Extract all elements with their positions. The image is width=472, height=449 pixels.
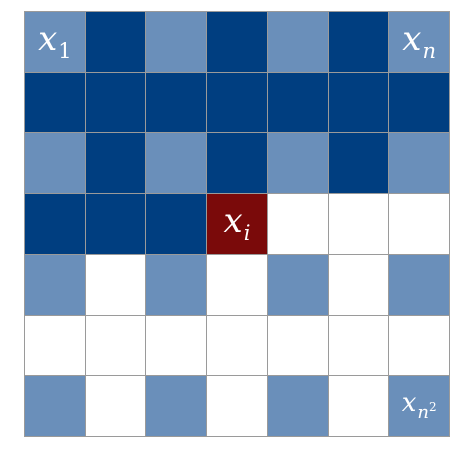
label-xn-sub: n xyxy=(422,38,436,63)
cell-r1-c3 xyxy=(207,72,267,133)
cell-r0-c4 xyxy=(267,12,328,72)
cell-r2-c4 xyxy=(267,133,328,194)
cell-r5-c5 xyxy=(328,315,389,376)
cell-r2-c6 xyxy=(389,133,449,194)
label-x1: x1 xyxy=(38,22,72,61)
cell-r2-c5 xyxy=(328,133,389,194)
label-xi-sub: i xyxy=(243,220,251,245)
cell-r6-c3 xyxy=(207,376,267,436)
label-xn2-base: x xyxy=(401,388,417,419)
cell-r2-c1 xyxy=(85,133,146,194)
cell-r5-c4 xyxy=(267,315,328,376)
cell-r1-c1 xyxy=(85,72,146,133)
cell-r0-c5 xyxy=(328,12,389,72)
cell-r4-c3 xyxy=(207,254,267,315)
cell-r3-c0 xyxy=(25,194,85,254)
cell-r4-c2 xyxy=(146,254,207,315)
cell-r3-c6 xyxy=(389,194,449,254)
cell-r2-c2 xyxy=(146,133,207,194)
cell-r3-c1 xyxy=(85,194,146,254)
label-xn-base: x xyxy=(402,19,422,60)
cell-r5-c6 xyxy=(389,315,449,376)
cell-r4-c6 xyxy=(389,254,449,315)
cell-r1-c6 xyxy=(389,72,449,133)
cell-r2-c3 xyxy=(207,133,267,194)
label-xn: xn xyxy=(402,22,436,61)
cell-r4-c1 xyxy=(85,254,146,315)
cell-r1-c0 xyxy=(25,72,85,133)
label-x1-base: x xyxy=(38,19,58,60)
cell-r6-c1 xyxy=(85,376,146,436)
cell-r6-c0 xyxy=(25,376,85,436)
cell-r1-c5 xyxy=(328,72,389,133)
cell-r0-c1 xyxy=(85,12,146,72)
cell-r3-c3-current: xi xyxy=(207,194,267,254)
cell-r3-c4 xyxy=(267,194,328,254)
cell-r4-c0 xyxy=(25,254,85,315)
cell-r0-c3 xyxy=(207,12,267,72)
cell-r6-c5 xyxy=(328,376,389,436)
cell-r4-c4 xyxy=(267,254,328,315)
cell-r6-c6: xn2 xyxy=(389,376,449,436)
label-xn2-sub: n xyxy=(417,401,429,423)
label-xn2: xn2 xyxy=(402,390,437,421)
cell-r6-c4 xyxy=(267,376,328,436)
label-xi-base: x xyxy=(223,201,243,242)
cell-r6-c2 xyxy=(146,376,207,436)
cell-r0-c2 xyxy=(146,12,207,72)
cell-r5-c2 xyxy=(146,315,207,376)
cell-r3-c5 xyxy=(328,194,389,254)
cell-r5-c1 xyxy=(85,315,146,376)
cell-r5-c3 xyxy=(207,315,267,376)
label-x1-sub: 1 xyxy=(58,38,72,63)
cell-r3-c2 xyxy=(146,194,207,254)
cell-r0-c0: x1 xyxy=(25,12,85,72)
cell-r0-c6: xn xyxy=(389,12,449,72)
cell-r1-c4 xyxy=(267,72,328,133)
label-xn2-sup: 2 xyxy=(428,399,437,414)
cell-r1-c2 xyxy=(146,72,207,133)
cell-r2-c0 xyxy=(25,133,85,194)
cell-grid: x1 xn xi xn xyxy=(24,11,450,437)
cell-r4-c5 xyxy=(328,254,389,315)
cell-r5-c0 xyxy=(25,315,85,376)
label-xi: xi xyxy=(224,204,251,243)
